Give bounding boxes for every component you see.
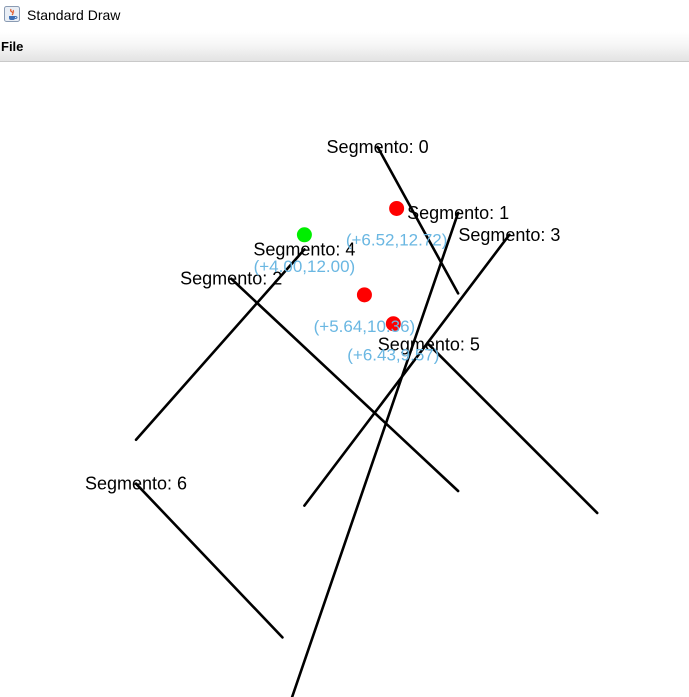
segment-label-5: Segmento: 5 <box>378 335 480 355</box>
segment-line-0 <box>376 145 460 295</box>
segment-label-2: Segmento: 2 <box>180 269 282 289</box>
segment-label-4: Segmento: 4 <box>253 239 355 259</box>
intersection-point-3 <box>385 316 401 332</box>
java-icon[interactable] <box>4 6 20 22</box>
intersection-labels: (+6.52,12.72) (+4.00,12.00) (+5.64,10.36) (… <box>254 230 448 364</box>
segment-line-6 <box>134 482 284 639</box>
intersection-label-2: (+5.64,10.36) <box>314 317 416 336</box>
intersection-label-0: (+6.52,12.72) <box>346 230 448 249</box>
intersection-point-2 <box>356 287 372 303</box>
intersection-point-0 <box>389 200 405 216</box>
segment-line-3 <box>303 233 511 507</box>
menu-bar: File <box>0 32 689 62</box>
segment-line-4 <box>134 248 306 442</box>
segment-line-5 <box>427 343 599 515</box>
intersection-points <box>296 200 405 332</box>
segment-label-6: Segmento: 6 <box>85 474 187 494</box>
window-title: Standard Draw <box>27 7 121 23</box>
segment-line-1 <box>290 211 460 697</box>
segment-label-1: Segmento: 1 <box>407 203 509 223</box>
title-bar: Standard Draw <box>0 0 689 32</box>
intersection-label-1: (+4.00,12.00) <box>254 257 356 276</box>
drawing-canvas[interactable]: Segmento: 0 Segmento: 1 Segmento: 2 Segment… <box>0 62 689 697</box>
intersection-label-3: (+6.43,9.57) <box>347 346 439 365</box>
segment-labels: Segmento: 0 Segmento: 1 Segmento: 2 Segment… <box>85 137 560 494</box>
segment-label-3: Segmento: 3 <box>458 225 560 245</box>
file-menu[interactable]: File <box>1 39 24 54</box>
drawing-surface: Segmento: 0 Segmento: 1 Segmento: 2 Segment… <box>85 137 599 697</box>
highlight-point-1 <box>296 227 312 243</box>
segment-label-0: Segmento: 0 <box>327 137 429 157</box>
segment-lines <box>134 145 599 697</box>
segment-line-2 <box>229 277 460 493</box>
